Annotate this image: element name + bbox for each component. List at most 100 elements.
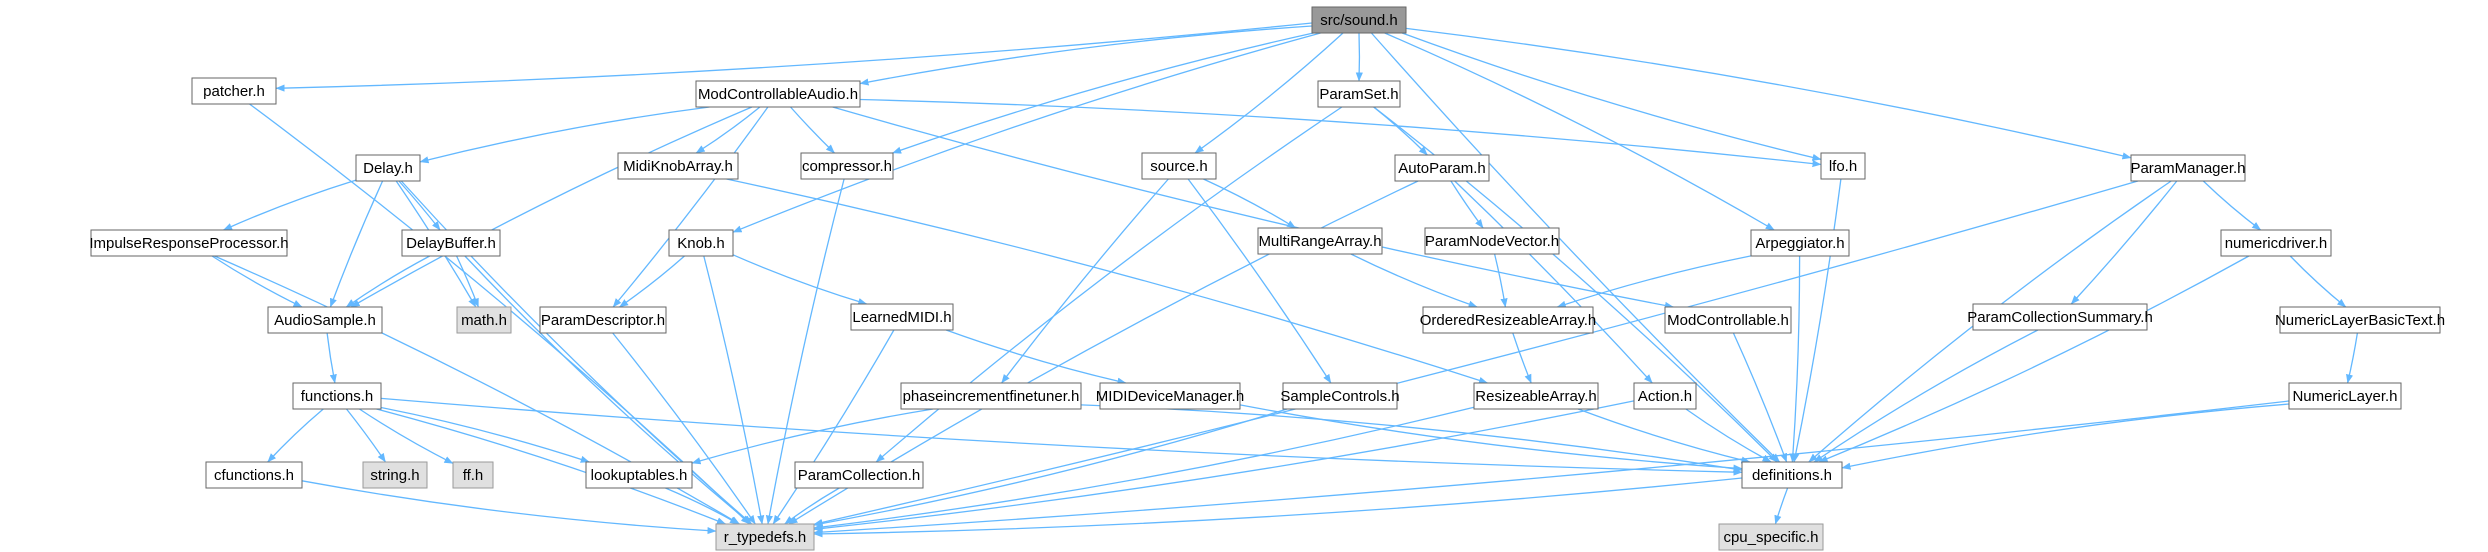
edge-action-to-rtypedefs xyxy=(813,400,1635,532)
node-learnedmidi[interactable]: LearnedMIDI.h xyxy=(850,303,954,331)
node-box xyxy=(1473,382,1599,410)
edge-line xyxy=(1401,32,1822,161)
node-box xyxy=(362,461,428,489)
node-knob[interactable]: Knob.h xyxy=(668,229,734,257)
node-audiosample[interactable]: AudioSample.h xyxy=(267,306,383,334)
edge-paramset-to-definitions xyxy=(1373,106,1778,463)
edge-modctrlaudio-to-audiosample xyxy=(350,106,753,308)
node-label: r_typedefs.h xyxy=(724,529,807,546)
edge-line xyxy=(2346,332,2359,384)
edge-line xyxy=(813,477,1743,538)
node-box xyxy=(668,229,734,257)
edge-line xyxy=(813,400,1635,532)
node-phaseinc[interactable]: phaseincrementfinetuner.h xyxy=(900,382,1082,410)
node-patcher[interactable]: patcher.h xyxy=(191,77,277,105)
node-lookuptables[interactable]: lookuptables.h xyxy=(585,461,693,489)
edge-learnedmidi-to-rtypedefs xyxy=(772,329,895,525)
edge-paramdescriptor-to-rtypedefs xyxy=(612,332,756,525)
node-label: ResizeableArray.h xyxy=(1475,388,1596,405)
edge-sound-to-arpeggiator xyxy=(1384,32,1775,231)
edge-line xyxy=(732,254,868,305)
edge-line xyxy=(275,22,1313,92)
edge-line xyxy=(832,106,1674,309)
edge-line xyxy=(464,255,752,525)
edge-sound-to-parammanager xyxy=(1405,27,2132,160)
edge-line xyxy=(813,406,1475,531)
node-box xyxy=(355,154,421,182)
edge-functions-to-ff xyxy=(359,408,454,464)
node-impulse[interactable]: ImpulseResponseProcessor.h xyxy=(89,229,289,257)
node-lfo[interactable]: lfo.h xyxy=(1820,152,1866,180)
node-autoparam[interactable]: AutoParam.h xyxy=(1394,154,1490,182)
node-box xyxy=(401,229,501,257)
node-modctrl[interactable]: ModControllable.h xyxy=(1664,306,1792,334)
edge-line xyxy=(1774,487,1789,525)
node-mididevmgr[interactable]: MIDIDeviceManager.h xyxy=(1096,382,1244,410)
node-paramnodevector[interactable]: ParamNodeVector.h xyxy=(1424,227,1560,255)
node-paramcollection[interactable]: ParamCollection.h xyxy=(794,461,924,489)
edge-line xyxy=(301,480,717,535)
node-sound[interactable]: src/sound.h xyxy=(1311,6,1407,34)
edge-line xyxy=(813,400,2290,536)
edge-line xyxy=(1373,106,1428,156)
node-delaybuffer[interactable]: DelayBuffer.h xyxy=(401,229,501,257)
edge-line xyxy=(1577,408,1751,464)
edge-line xyxy=(376,408,726,525)
node-label: compressor.h xyxy=(802,158,892,175)
node-label: src/sound.h xyxy=(1320,12,1398,29)
edge-autoparam-to-paramnodevector xyxy=(1450,180,1484,229)
node-paramset[interactable]: ParamSet.h xyxy=(1317,80,1401,108)
node-numericdriver[interactable]: numericdriver.h xyxy=(2220,229,2332,257)
node-midiknobarray[interactable]: MidiKnobArray.h xyxy=(617,152,739,180)
edge-sound-to-knob xyxy=(732,32,1321,233)
node-label: Knob.h xyxy=(677,235,725,252)
node-modctrlaudio[interactable]: ModControllableAudio.h xyxy=(695,80,861,108)
edge-line xyxy=(1813,329,2039,463)
node-paramdescriptor[interactable]: ParamDescriptor.h xyxy=(539,306,667,334)
edge-compressor-to-rtypedefs xyxy=(765,178,845,525)
node-label: functions.h xyxy=(301,388,374,405)
node-box xyxy=(191,77,277,105)
node-label: source.h xyxy=(1150,158,1208,175)
edge-multirange-to-orderedresizeable xyxy=(1350,253,1478,308)
node-delay[interactable]: Delay.h xyxy=(355,154,421,182)
node-box xyxy=(1750,229,1850,257)
edge-line xyxy=(813,180,2139,526)
edge-line xyxy=(892,32,1314,154)
node-label: DelayBuffer.h xyxy=(406,235,496,252)
edge-line xyxy=(772,329,895,525)
node-box xyxy=(267,306,383,334)
node-definitions[interactable]: definitions.h xyxy=(1741,461,1843,489)
node-parammanager[interactable]: ParamManager.h xyxy=(2130,154,2246,182)
node-box xyxy=(1718,523,1824,551)
edge-definitions-to-cpuspecific xyxy=(1774,487,1789,525)
node-compressor[interactable]: compressor.h xyxy=(800,152,894,180)
node-cfunctions[interactable]: cfunctions.h xyxy=(205,461,303,489)
node-numericlayerbasictext[interactable]: NumericLayerBasicText.h xyxy=(2275,306,2445,334)
node-arpeggiator[interactable]: Arpeggiator.h xyxy=(1750,229,1850,257)
node-action[interactable]: Action.h xyxy=(1633,382,1697,410)
node-box xyxy=(1741,461,1843,489)
edge-line xyxy=(2070,180,2178,305)
node-resizeable[interactable]: ResizeableArray.h xyxy=(1473,382,1599,410)
node-source[interactable]: source.h xyxy=(1141,152,1217,180)
nodes-layer: src/sound.h patcher.h ModControllableAudio… xyxy=(89,6,2445,551)
edge-line xyxy=(1556,255,1752,308)
node-label: cpu_specific.h xyxy=(1723,529,1818,546)
node-numericlayer[interactable]: NumericLayer.h xyxy=(2288,382,2402,410)
node-paramcollsummary[interactable]: ParamCollectionSummary.h xyxy=(1967,303,2153,331)
node-functions[interactable]: functions.h xyxy=(292,382,382,410)
edge-line xyxy=(456,255,480,308)
node-multirange[interactable]: MultiRangeArray.h xyxy=(1257,227,1383,255)
edge-line xyxy=(223,179,357,231)
edge-functions-to-lookuptables xyxy=(380,406,590,463)
edge-samplecontrols-to-rtypedefs xyxy=(813,408,1288,528)
node-label: ImpulseResponseProcessor.h xyxy=(89,235,288,252)
node-orderedresizeable[interactable]: OrderedResizeableArray.h xyxy=(1420,306,1596,334)
node-label: AutoParam.h xyxy=(1398,160,1486,177)
edge-knob-to-rtypedefs xyxy=(703,255,765,525)
edge-parammanager-to-numericdriver xyxy=(2202,180,2262,231)
edge-line xyxy=(1405,27,2132,160)
node-samplecontrols[interactable]: SampleControls.h xyxy=(1280,382,1400,410)
edge-sound-to-modctrlaudio xyxy=(859,25,1313,86)
